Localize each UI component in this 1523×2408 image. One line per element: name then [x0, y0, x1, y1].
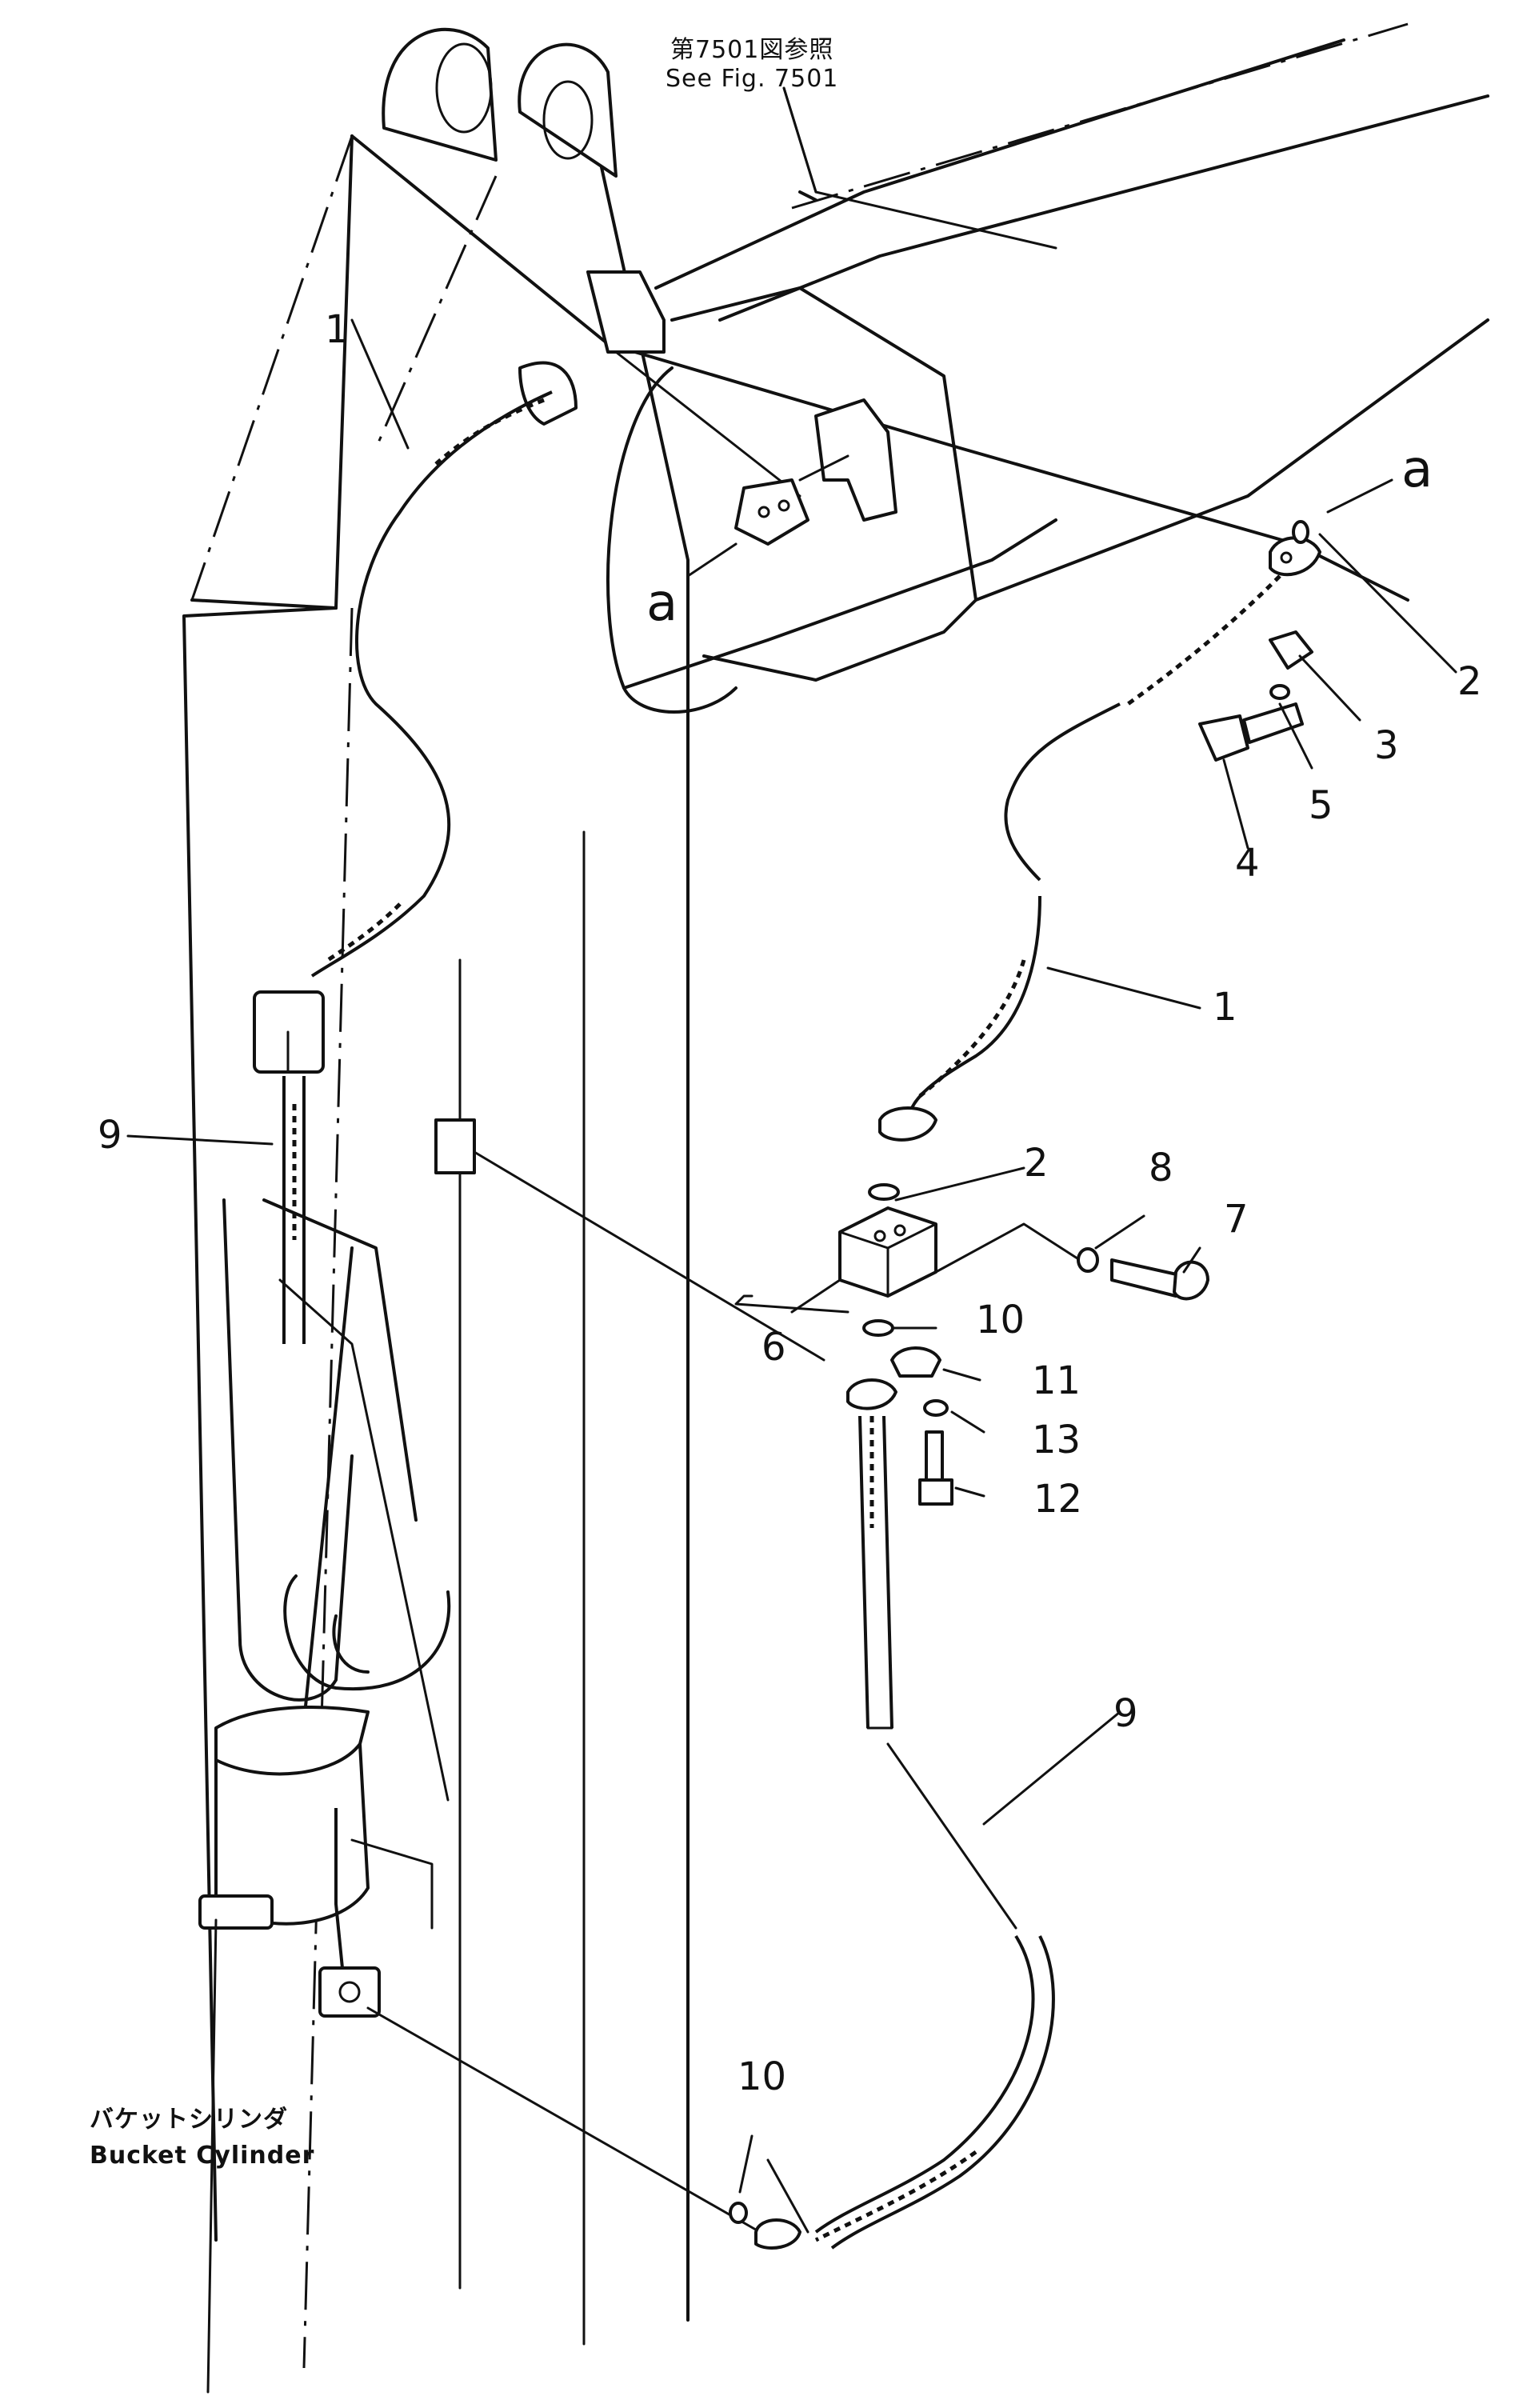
arm-structure	[182, 22, 1489, 2394]
callout-13: 13	[1032, 1418, 1081, 1462]
callout-11: 11	[1032, 1358, 1081, 1403]
hose-9-exploded	[729, 1378, 1121, 2250]
callout-9-left: 9	[98, 1113, 122, 1158]
upper-clamp	[518, 270, 897, 546]
callout-1-right: 1	[1213, 985, 1237, 1030]
callout-7: 7	[1224, 1197, 1249, 1242]
callout-3: 3	[1374, 723, 1399, 768]
hose-1-exploded	[878, 536, 1321, 1142]
bucket-cylinder-caption-japanese: バケットシリンダ	[90, 2106, 288, 2134]
callout-1-left: 1	[325, 307, 350, 352]
callout-10-lower: 10	[738, 2054, 787, 2099]
callout-2-lower: 2	[1024, 1141, 1049, 1186]
hose-9-installed	[282, 1076, 762, 2234]
callout-4: 4	[1235, 841, 1260, 886]
leaders	[126, 86, 1393, 2234]
callout-9-right: 9	[1113, 1691, 1138, 1736]
callout-6: 6	[762, 1325, 786, 1370]
hardware-upper	[1046, 520, 1457, 1010]
view-marker-a-left: a	[646, 574, 678, 633]
junction-block	[790, 1166, 1209, 1506]
view-marker-a-right: a	[1401, 440, 1433, 499]
cross-reference-japanese: 第7501図参照	[670, 36, 834, 64]
callout-5: 5	[1309, 783, 1333, 828]
cross-reference-english: See Fig. 7501	[666, 65, 839, 93]
hose-1-installed	[253, 390, 553, 1074]
callout-10-upper: 10	[976, 1298, 1025, 1342]
callout-8: 8	[1149, 1146, 1173, 1190]
callout-2-upper: 2	[1457, 659, 1482, 704]
callout-12: 12	[1033, 1477, 1083, 1522]
bucket-cylinder-caption-english: Bucket Cylinder	[90, 2142, 315, 2170]
